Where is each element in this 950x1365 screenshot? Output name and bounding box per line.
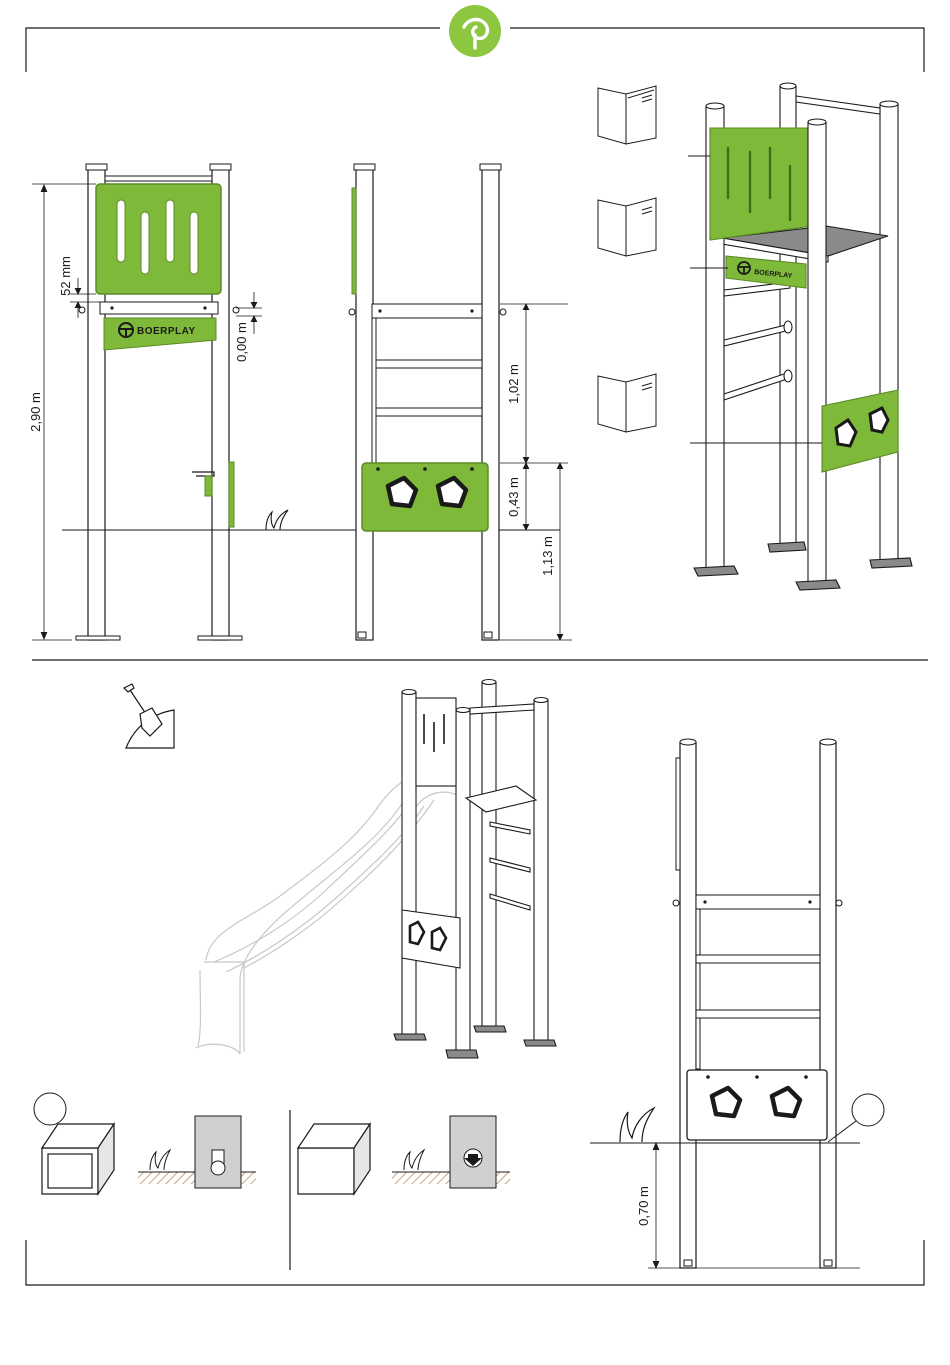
open-book-icon <box>598 86 656 144</box>
side-post-right <box>482 168 499 640</box>
installed-climbing-panel <box>687 1070 827 1140</box>
front-climbing-panel <box>96 184 221 294</box>
label-climb-panel-height: 0,43 m <box>506 477 521 517</box>
shovel-icon <box>124 684 174 748</box>
solid-square-post-icon <box>298 1124 370 1194</box>
front-view: BOERPLAY 2,90 m 52 mm <box>28 164 560 640</box>
anchor-detail-hollow <box>34 1093 256 1194</box>
side-climbing-panel <box>362 463 488 531</box>
label-sign-offset: 0,00 m <box>234 322 249 362</box>
installed-side-view: 0,70 m <box>590 739 884 1268</box>
grass-icon <box>620 1108 654 1142</box>
option-marker-hollow <box>34 1093 66 1125</box>
grass-icon <box>150 1150 170 1170</box>
brand-logo <box>449 5 501 57</box>
grass-icon <box>266 510 288 530</box>
hollow-square-post-icon <box>42 1124 114 1194</box>
iso-climbing-panel <box>710 128 812 240</box>
slide-isometric-view <box>196 680 556 1059</box>
dim-climb-panel-height <box>523 463 529 530</box>
isometric-view: BOERPLAY <box>688 83 912 590</box>
option-marker-installed <box>852 1094 884 1126</box>
front-brand-text: BOERPLAY <box>137 326 196 337</box>
side-view: 1,02 m 0,43 m 1,13 m <box>349 164 572 640</box>
grass-icon <box>404 1150 424 1170</box>
side-post-left <box>356 168 373 640</box>
label-panel-gap: 52 mm <box>58 256 73 296</box>
anchor-detail-solid <box>298 1116 510 1194</box>
label-anchor-depth: 0,70 m <box>636 1186 651 1226</box>
label-total-height: 2,90 m <box>28 392 43 432</box>
open-book-icon <box>598 198 656 256</box>
label-ladder-height: 1,02 m <box>506 364 521 404</box>
open-book-icon <box>598 374 656 432</box>
label-deck-height: 1,13 m <box>540 536 555 576</box>
